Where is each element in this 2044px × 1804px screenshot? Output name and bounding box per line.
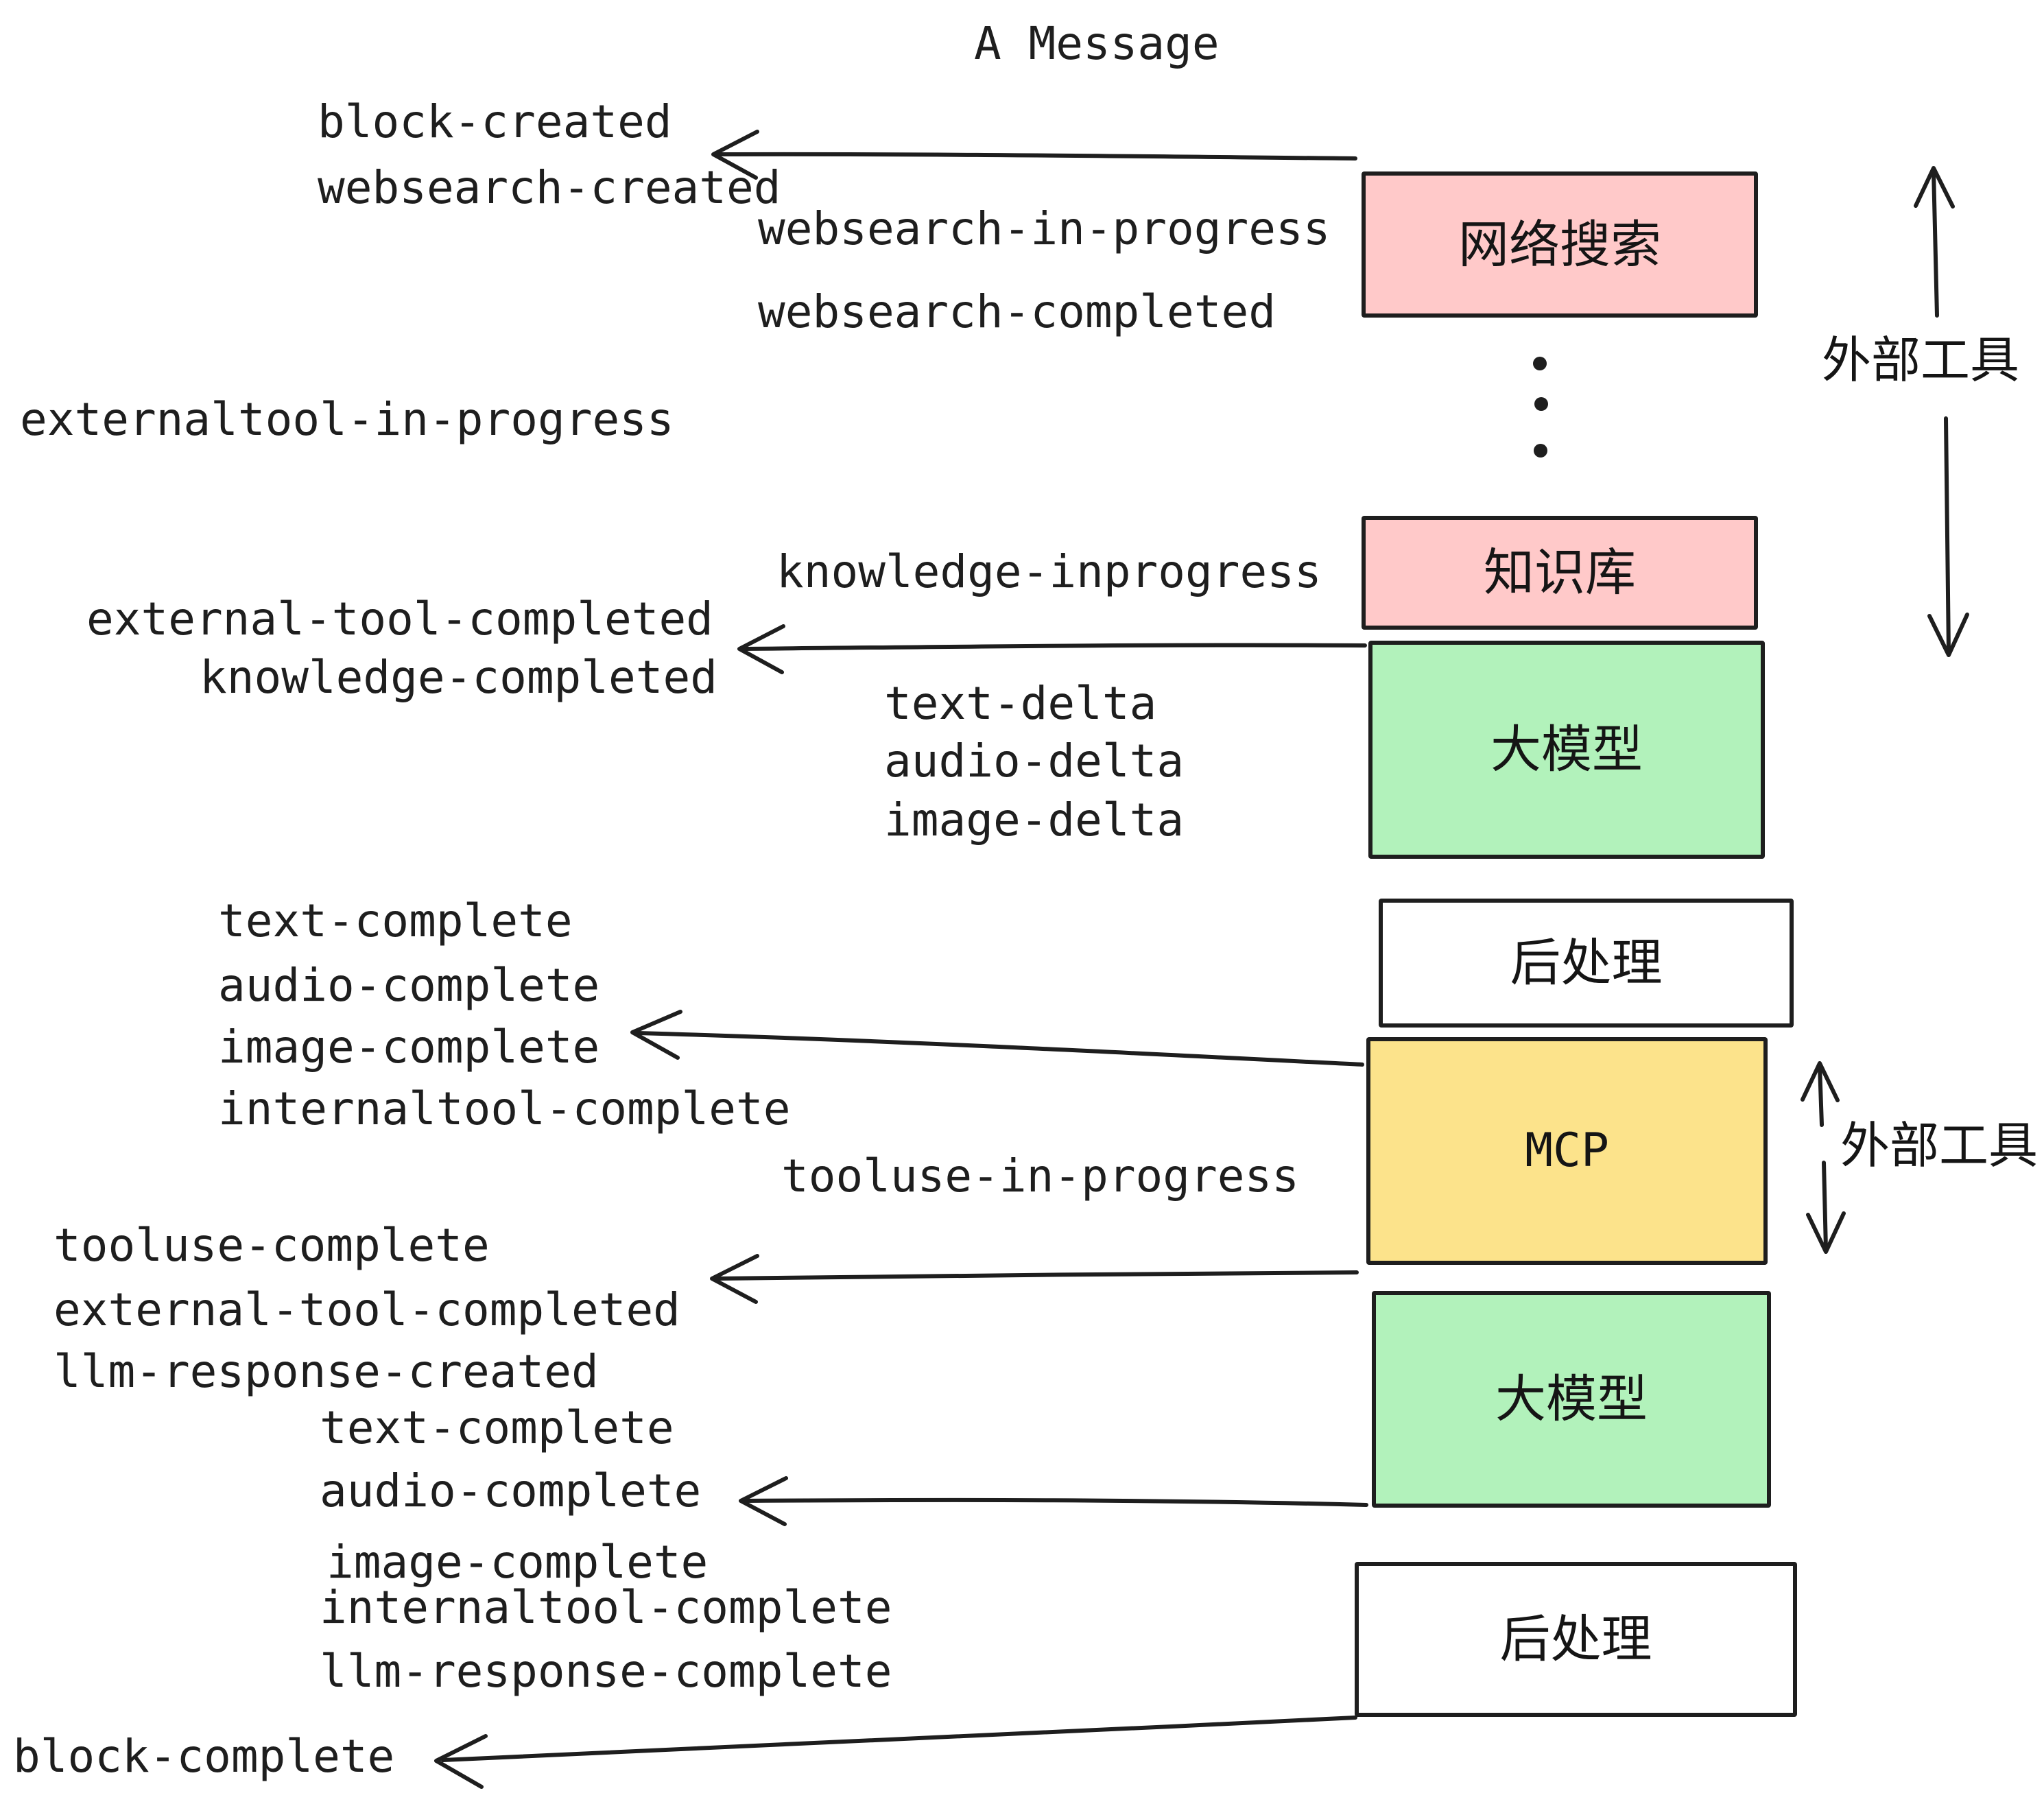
event-llm-response-complete: llm-response-complete [320,1645,892,1698]
arrow-to-block-complete [434,1716,1357,1789]
arrow-to-tooluse-complete [710,1254,1359,1304]
box-knowledge-label: 知识库 [1484,543,1636,602]
box-knowledge: 知识库 [1362,516,1758,630]
diagram-title: A Message [974,17,1220,70]
event-audio-complete-1: audio-complete [218,959,600,1012]
event-block-created: block-created [318,95,672,148]
box-llm-2-label: 大模型 [1495,1370,1648,1429]
side-label-external-tools-mcp: 外部工具 [1840,1117,2039,1174]
box-llm-1: 大模型 [1368,641,1765,859]
box-post-2-label: 后处理 [1499,1610,1652,1669]
event-websearch-in-progress: websearch-in-progress [758,202,1331,255]
event-websearch-completed: websearch-completed [758,285,1276,338]
event-image-delta-1: image-delta [884,794,1185,846]
box-post-1-label: 后处理 [1510,934,1663,993]
external-tools-top-down-arrow [1927,416,1969,657]
box-mcp-label: MCP [1525,1124,1609,1178]
box-llm-2: 大模型 [1372,1291,1771,1508]
box-post-1: 后处理 [1379,899,1794,1028]
event-external-tool-completed-1: external-tool-completed [86,593,713,645]
event-llm-response-created: llm-response-created [54,1345,599,1398]
box-post-2: 后处理 [1355,1562,1797,1717]
event-text-complete-2: text-complete [320,1401,674,1454]
arrow-to-audio-complete-2 [739,1476,1368,1526]
arrow-to-image-complete-1 [630,1010,1364,1067]
event-image-complete-2: image-complete [326,1536,709,1589]
external-tools-mcp-down-arrow [1806,1161,1846,1254]
event-block-complete: block-complete [13,1730,395,1783]
side-label-external-tools-top: 外部工具 [1822,331,2020,389]
event-websearch-created: websearch-created [318,161,781,214]
event-audio-complete-2: audio-complete [320,1464,702,1517]
event-audio-delta-1: audio-delta [884,735,1185,787]
event-tooluse-in-progress: tooluse-in-progress [781,1150,1299,1202]
event-tooluse-complete: tooluse-complete [54,1219,490,1272]
event-internaltool-complete-2: internaltool-complete [320,1581,892,1634]
arrow-to-block-created [711,130,1357,180]
event-externaltool-in-progress: externaltool-in-progress [20,393,674,446]
event-image-complete-1: image-complete [218,1021,600,1073]
box-mcp: MCP [1366,1037,1768,1265]
event-external-tool-completed-2: external-tool-completed [54,1283,680,1336]
event-text-complete-1: text-complete [218,894,573,947]
box-websearch: 网络搜索 [1362,171,1758,318]
external-tools-mcp-up-arrow [1801,1061,1840,1127]
event-knowledge-inprogress: knowledge-inprogress [776,545,1322,598]
event-internaltool-complete-1: internaltool-complete [218,1082,791,1135]
box-websearch-label: 网络搜索 [1458,215,1661,274]
ellipsis-dots [1533,357,1548,458]
event-knowledge-completed: knowledge-completed [200,651,717,704]
external-tools-top-up-arrow [1914,166,1955,318]
arrow-to-knowledge-completed [737,624,1367,674]
event-text-delta-1: text-delta [884,677,1157,730]
box-llm-1-label: 大模型 [1490,720,1643,779]
